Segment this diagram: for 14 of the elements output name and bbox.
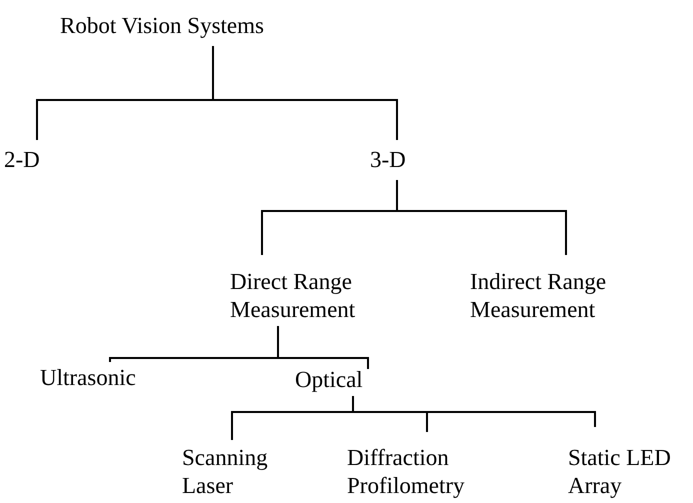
connector-line — [212, 46, 398, 140]
node-label: 2-D — [4, 146, 54, 174]
node-label: Scanning Laser — [182, 444, 272, 500]
node-label: Static LED Array — [568, 444, 693, 500]
node-label: 3-D — [370, 146, 420, 174]
node-label: Optical — [295, 366, 385, 394]
node-label: Diffraction Profilometry — [347, 444, 482, 500]
connector-line — [352, 396, 596, 427]
node-label: Indirect Range Measurement — [470, 268, 620, 324]
connector-line — [277, 326, 369, 369]
node-label: Robot Vision Systems — [60, 12, 290, 40]
connector-line — [396, 180, 567, 255]
node-label: Ultrasonic — [40, 364, 160, 392]
node-label: Direct Range Measurement — [230, 268, 360, 324]
